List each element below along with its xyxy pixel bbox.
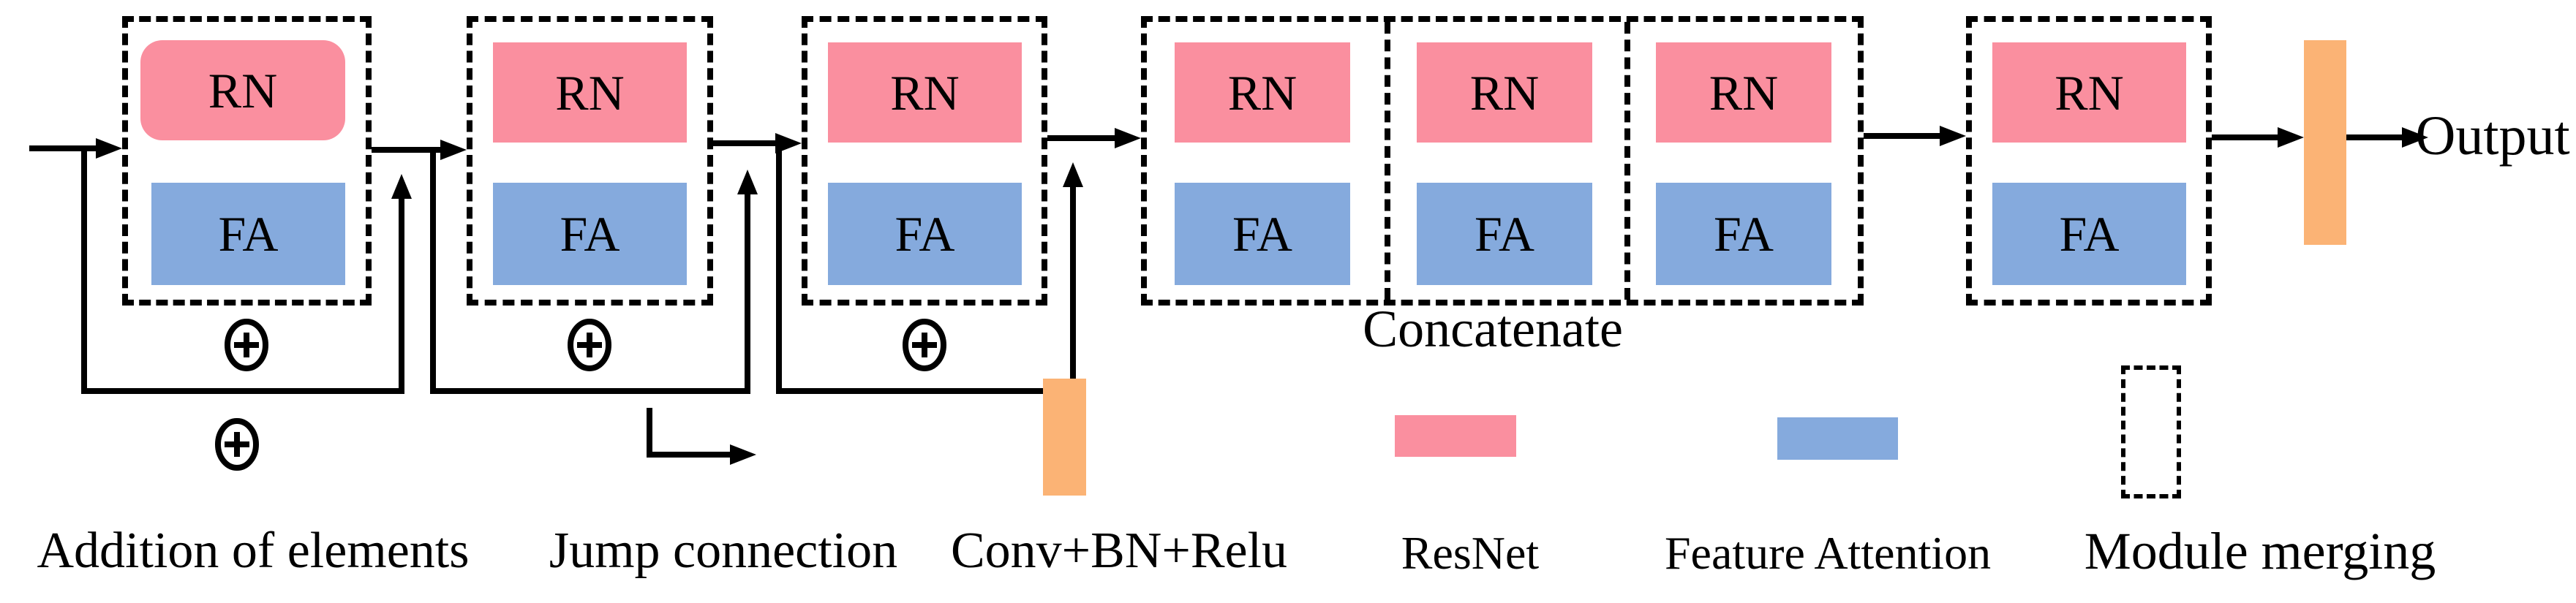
fa-label: FA [1714,206,1774,262]
skip-path-3 [776,143,1076,394]
fa-label: FA [1232,206,1292,262]
module-2-rn-block: RN [493,42,687,143]
fa-label: FA [895,206,955,262]
skip-up-arrowhead [1063,162,1083,187]
arrowhead [1115,128,1141,148]
skip-path-2 [430,150,750,394]
arrowhead [2278,127,2304,148]
module-3-rn-block: RN [828,42,1022,143]
rn-label: RN [208,62,278,118]
addition-node-3-plus-circle-icon [903,319,946,371]
arrowhead [2402,127,2428,148]
jump-arrowhead [730,444,756,465]
arrowhead [96,138,122,159]
merged-module-3 [802,16,1047,306]
fa-label: FA [560,206,620,262]
legend-feature-attention-label: Feature Attention [1664,527,1992,579]
module-4-fa-block: FA [1175,183,1350,285]
addition-node-1-plus-circle-icon [225,319,268,371]
merged-module-1 [122,16,372,306]
module-6-fa-block: FA [1656,183,1831,285]
module-6-rn-block: RN [1656,42,1831,143]
jump-connection-arrow-icon [647,408,731,458]
module-7-fa-block: FA [1992,183,2186,285]
arrowhead [1940,126,1966,146]
legend-module-merging-label: Module merging [2084,522,2436,580]
merged-module-7 [1966,16,2212,306]
legend-feature-attention-swatch [1777,417,1898,460]
merged-module-2 [467,16,713,306]
legend-conv-label: Conv+BN+Relu [950,523,1288,579]
group-divider-1 [1385,22,1390,300]
legend-resnet-swatch [1395,415,1516,457]
rn-label: RN [555,64,625,121]
module-7-rn-block: RN [1992,42,2186,143]
legend-addition-label: Addition of elements [37,523,470,579]
group-divider-2 [1624,22,1630,300]
rn-label: RN [890,64,960,121]
concatenate-label: Concatenate [1363,300,1623,358]
module-3-fa-block: FA [828,183,1022,285]
skip-path-1 [81,148,404,394]
legend-conv-bar [1043,379,1086,496]
arrowhead [775,133,802,153]
fa-label: FA [1475,206,1534,262]
concatenate-group-box [1141,16,1864,306]
legend-plus-circle-icon [215,418,259,471]
rn-label: RN [2055,64,2124,121]
module-5-rn-block: RN [1417,42,1592,143]
module-1-fa-block: FA [151,183,345,285]
output-label: Output [2415,105,2570,167]
rn-label: RN [1227,64,1298,121]
rn-label: RN [1469,64,1540,121]
module-1-rn-block: RN [140,40,345,140]
skip-up-arrowhead [391,174,412,199]
rn-label: RN [1709,64,1779,121]
legend-module-merging-box [2121,365,2181,498]
module-2-fa-block: FA [493,183,687,285]
conv-bn-relu-bar [2304,40,2346,245]
skip-up-arrowhead [737,170,758,194]
module-5-fa-block: FA [1417,183,1592,285]
legend-resnet-label: ResNet [1401,527,1540,579]
module-4-rn-block: RN [1175,42,1350,143]
fa-label: FA [2059,206,2120,262]
addition-node-2-plus-circle-icon [568,319,611,371]
fa-label: FA [218,206,279,262]
arrowhead [440,140,467,160]
legend-jump-label: Jump connection [549,523,898,579]
